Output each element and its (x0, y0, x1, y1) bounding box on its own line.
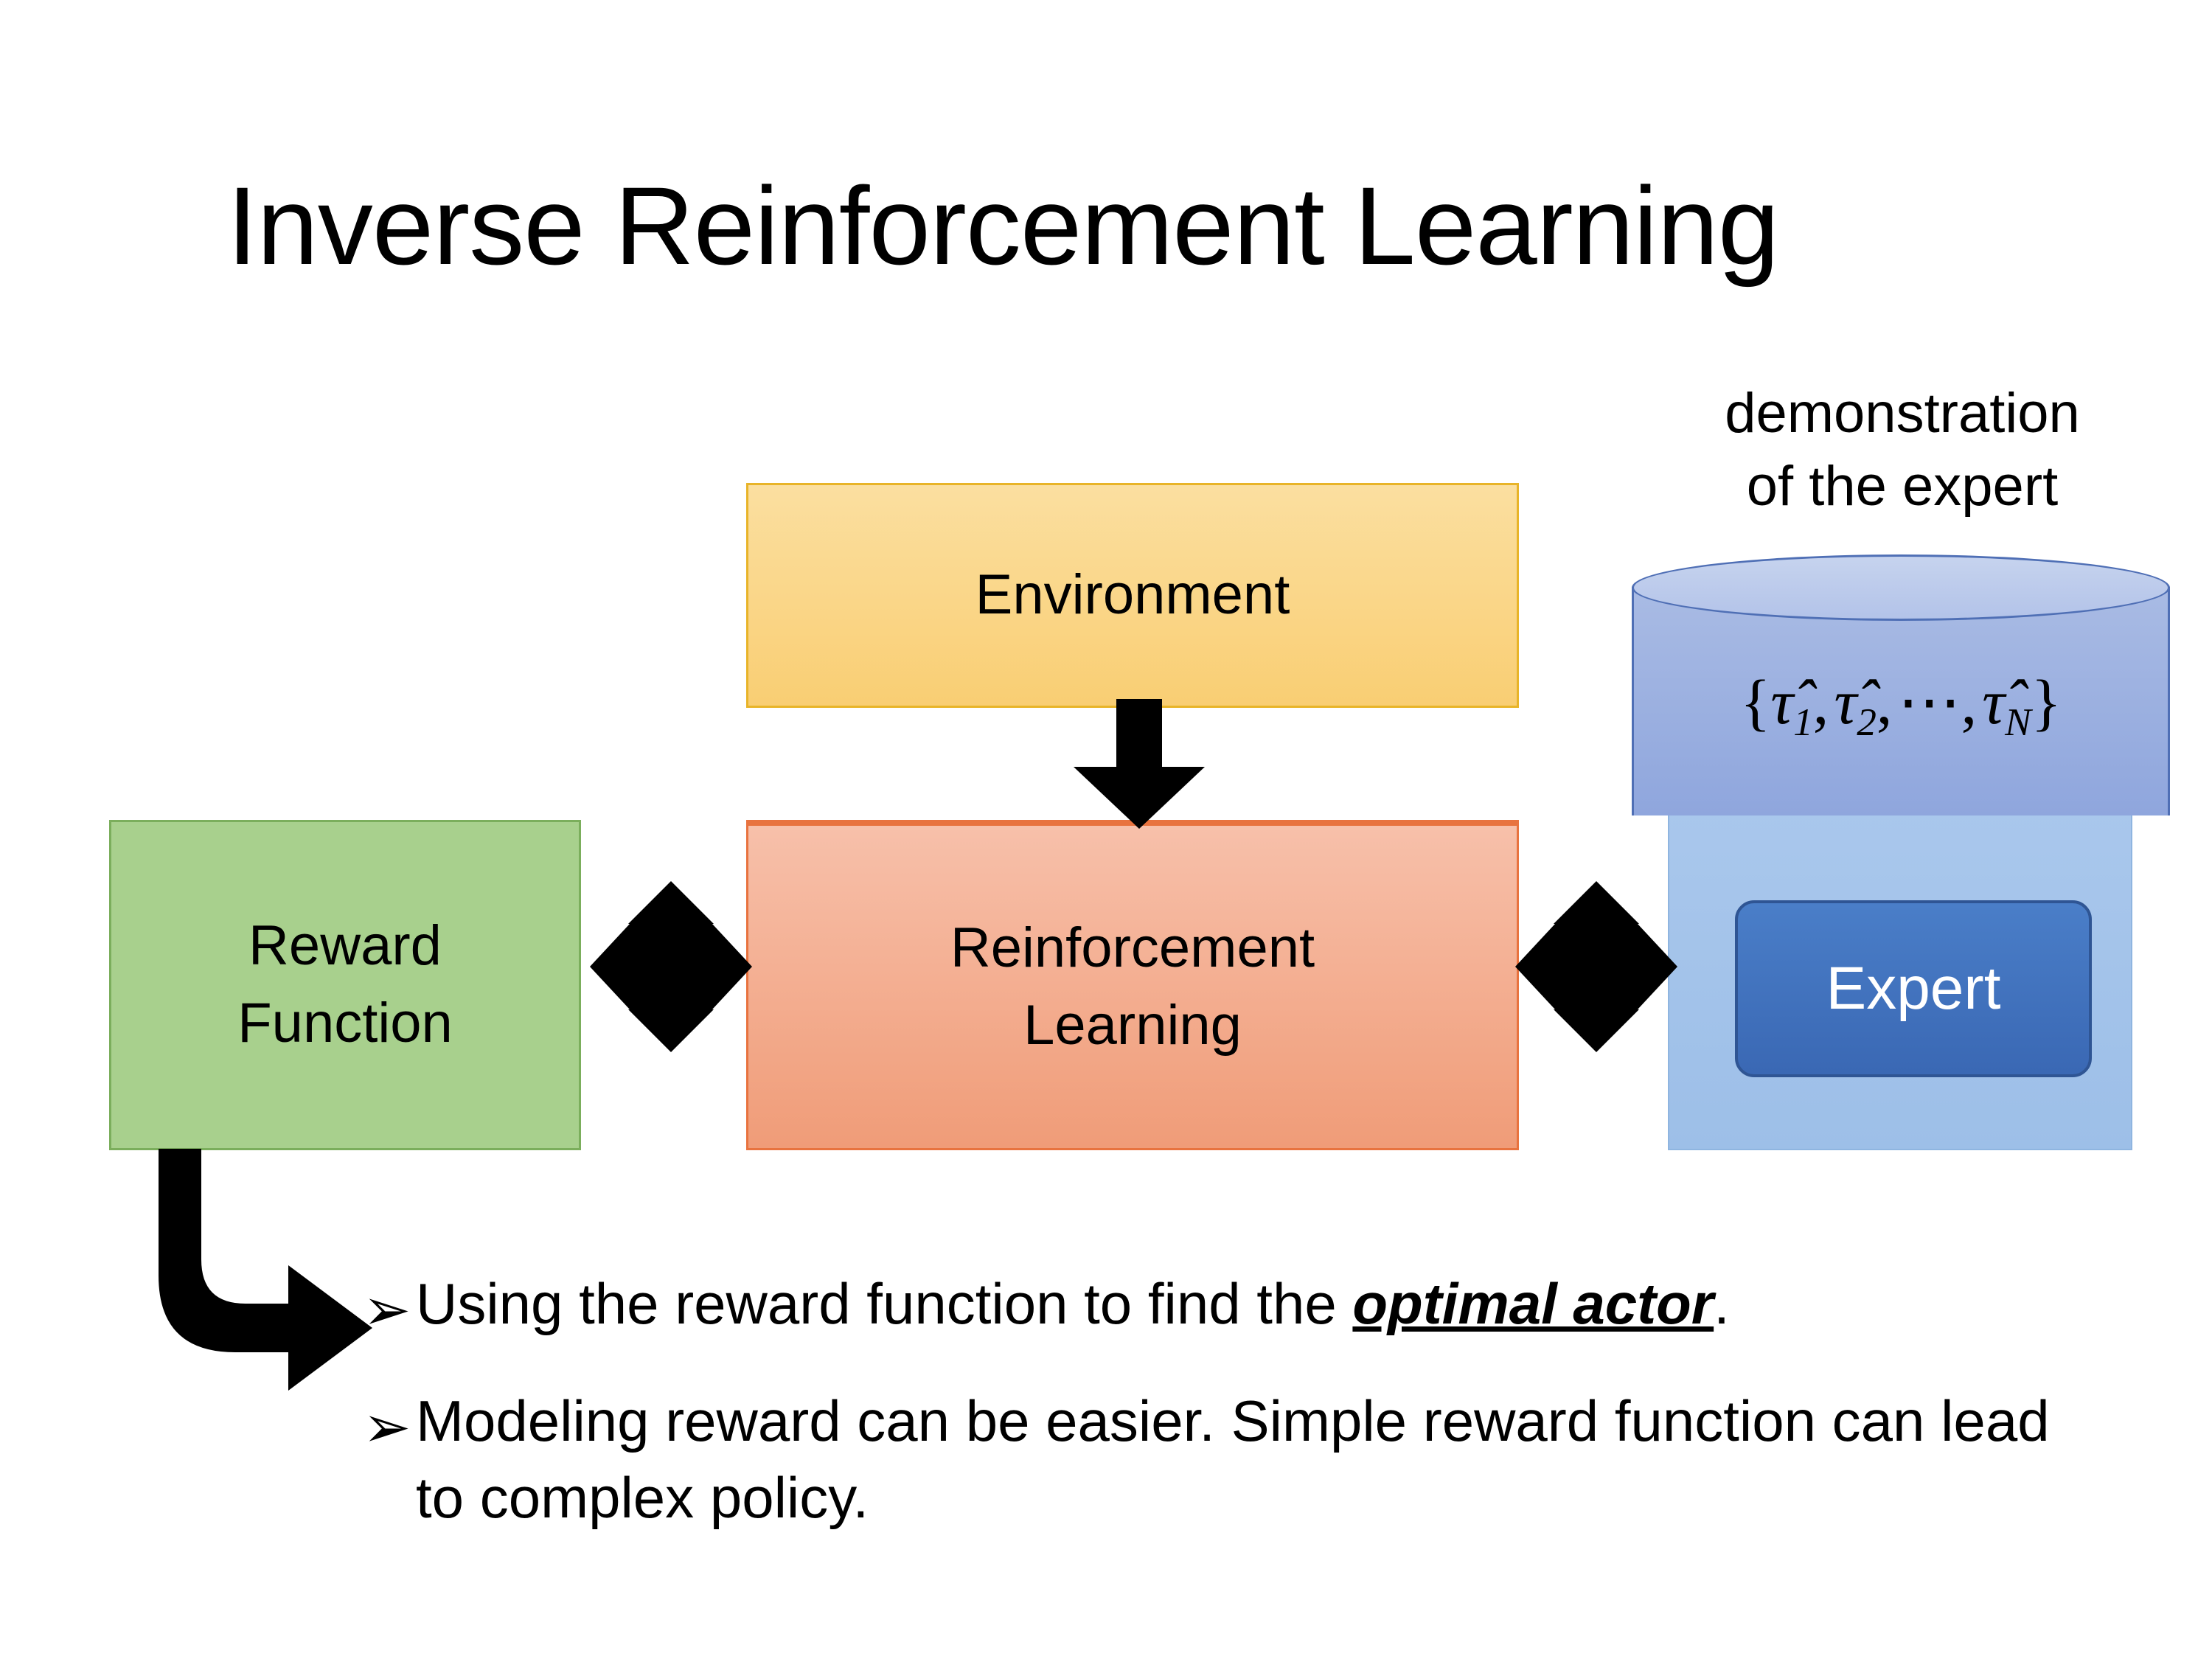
bullet-text: Modeling reward can be easier. Simple re… (416, 1388, 2050, 1531)
list-item: ➢ Using the reward function to find the … (363, 1265, 2059, 1349)
rl-box-label-line2: Learning (1023, 993, 1242, 1057)
list-item: ➢ Modeling reward can be easier. Simple … (363, 1382, 2059, 1537)
demonstration-cylinder: {τ̂1, τ̂2, ⋯, τ̂N} (1632, 554, 2170, 848)
formula-sub-n: N (2005, 699, 2031, 744)
bullet-emphasis: optimal actor (1352, 1271, 1714, 1336)
environment-box[interactable]: Environment (746, 483, 1519, 708)
bullet-list: ➢ Using the reward function to find the … (363, 1265, 2059, 1537)
demonstration-caption-line1: demonstration (1725, 382, 2080, 445)
formula-sub-1: 1 (1793, 699, 1813, 744)
reward-box-label-line2: Function (237, 992, 453, 1054)
trajectory-set-formula: {τ̂1, τ̂2, ⋯, τ̂N} (1632, 665, 2170, 745)
quad-arrow-icon (1515, 881, 1677, 1052)
reinforcement-learning-box[interactable]: Reinforcement Learning (746, 820, 1519, 1150)
down-arrow-icon (1074, 699, 1205, 829)
rl-box-label-line1: Reinforcement (950, 916, 1315, 979)
formula-sub-2: 2 (1857, 699, 1877, 744)
page-title: Inverse Reinforcement Learning (226, 164, 1780, 288)
expert-box[interactable]: Expert (1735, 900, 2092, 1077)
formula-comma-1: , (1812, 667, 1829, 737)
bullet-marker-icon: ➢ (363, 1277, 411, 1342)
formula-comma-2: , (1876, 667, 1893, 737)
expert-box-label: Expert (1826, 955, 2001, 1022)
formula-close-brace: } (2031, 667, 2062, 737)
bullet-text-after: . (1714, 1271, 1730, 1336)
cylinder-body (1632, 587, 2170, 815)
formula-comma-3: , (1961, 667, 1978, 737)
environment-box-label: Environment (975, 563, 1290, 627)
elbow-arrow-icon (159, 1149, 372, 1391)
demonstration-caption-line2: of the expert (1746, 454, 2059, 518)
cylinder-top-ellipse (1632, 554, 2170, 621)
formula-tau-1: τ̂ (1770, 667, 1794, 737)
bullet-text-before: Using the reward function to find the (416, 1271, 1353, 1336)
demonstration-caption: demonstration of the expert (1633, 378, 2171, 524)
quad-arrow-icon (590, 881, 752, 1052)
formula-tau-n: τ̂ (1982, 667, 2006, 737)
bullet-marker-icon: ➢ (363, 1394, 411, 1459)
bullet-text: Using the reward function to find the op… (416, 1265, 2059, 1343)
reward-box-label-line1: Reward (248, 914, 442, 978)
formula-ellipsis: ⋯ (1897, 667, 1961, 737)
reward-function-box[interactable]: Reward Function (109, 820, 581, 1150)
formula-open-brace: { (1740, 667, 1771, 737)
formula-tau-2: τ̂ (1834, 667, 1857, 737)
